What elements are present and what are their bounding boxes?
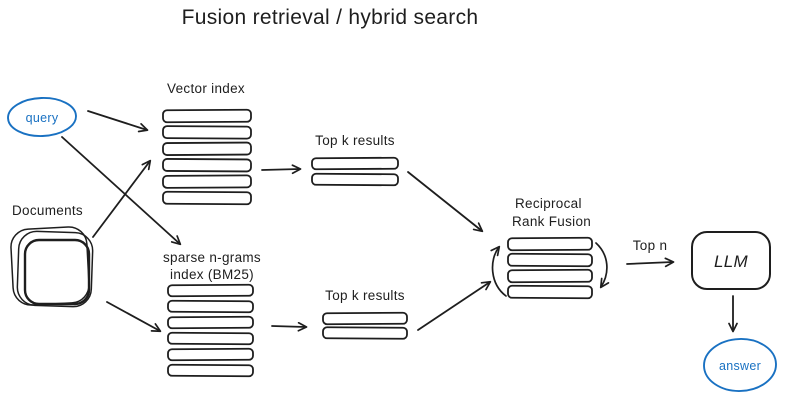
rrf-reorder-up-arrow: [490, 245, 507, 297]
stack-row: [167, 331, 254, 346]
sparse-index-label-line1: sparse n-grams: [163, 250, 261, 265]
sparse-index-node: sparse n-grams index (BM25): [163, 250, 261, 378]
top-k-vector-stack: [311, 156, 399, 187]
stack-row: [507, 268, 593, 284]
arrow-vector-index-to-top-k: [261, 164, 302, 175]
documents-stack-icon: [10, 226, 94, 308]
stack-row: [167, 347, 254, 362]
arrow-documents-to-sparse-index: [106, 301, 162, 333]
arrow-documents-to-vector-index: [92, 159, 152, 238]
stack-row: [507, 236, 593, 252]
stack-row: [507, 252, 593, 268]
rrf-reorder-down-arrow: [595, 242, 610, 289]
documents-label: Documents: [12, 203, 83, 218]
edges: [61, 110, 738, 333]
top-k-sparse-node: Top k results: [322, 288, 408, 340]
stack-row: [162, 174, 252, 189]
arrow-top-k-vector-to-rrf: [407, 171, 484, 233]
llm-label: LLM: [714, 252, 749, 271]
llm-node: LLM: [691, 231, 771, 290]
answer-label: answer: [719, 359, 761, 373]
arrow-top-k-sparse-to-rrf: [417, 280, 492, 331]
vector-index-node: Vector index: [162, 81, 252, 206]
rrf-label-line1: Reciprocal: [515, 196, 582, 211]
documents-node: Documents: [10, 203, 94, 308]
diagram-title: Fusion retrieval / hybrid search: [182, 6, 479, 29]
vector-index-stack: [162, 108, 252, 206]
query-label: query: [26, 111, 59, 125]
top-k-sparse-label: Top k results: [325, 288, 405, 303]
stack-row: [322, 326, 408, 340]
rrf-stack: [507, 236, 593, 300]
rrf-node: Reciprocal Rank Fusion: [490, 196, 610, 300]
stack-row: [162, 158, 252, 173]
stack-row: [322, 311, 408, 326]
arrow-query-to-sparse-index: [61, 136, 182, 246]
stack-row: [167, 315, 254, 330]
top-k-vector-node: Top k results: [311, 133, 399, 187]
stack-row: [162, 108, 252, 124]
stack-row: [162, 190, 252, 206]
stack-row: [311, 156, 399, 171]
vector-index-label: Vector index: [167, 81, 245, 96]
stack-row: [167, 283, 254, 298]
stack-row: [162, 141, 252, 156]
top-n-label: Top n: [633, 238, 668, 253]
stack-row: [507, 284, 593, 300]
sparse-index-stack: [167, 283, 254, 378]
answer-node: answer: [703, 338, 777, 392]
sparse-index-label-line2: index (BM25): [170, 267, 254, 282]
top-k-vector-label: Top k results: [315, 133, 395, 148]
top-k-sparse-stack: [322, 311, 408, 340]
stack-row: [167, 299, 254, 314]
arrow-rrf-to-llm: [626, 257, 675, 268]
arrow-query-to-vector-index: [87, 110, 149, 133]
stack-row: [162, 125, 252, 140]
query-node: query: [7, 97, 77, 137]
stack-row: [167, 363, 254, 378]
arrow-sparse-index-to-top-k: [271, 321, 308, 332]
rrf-label-line2: Rank Fusion: [512, 214, 591, 229]
stack-row: [311, 172, 399, 187]
